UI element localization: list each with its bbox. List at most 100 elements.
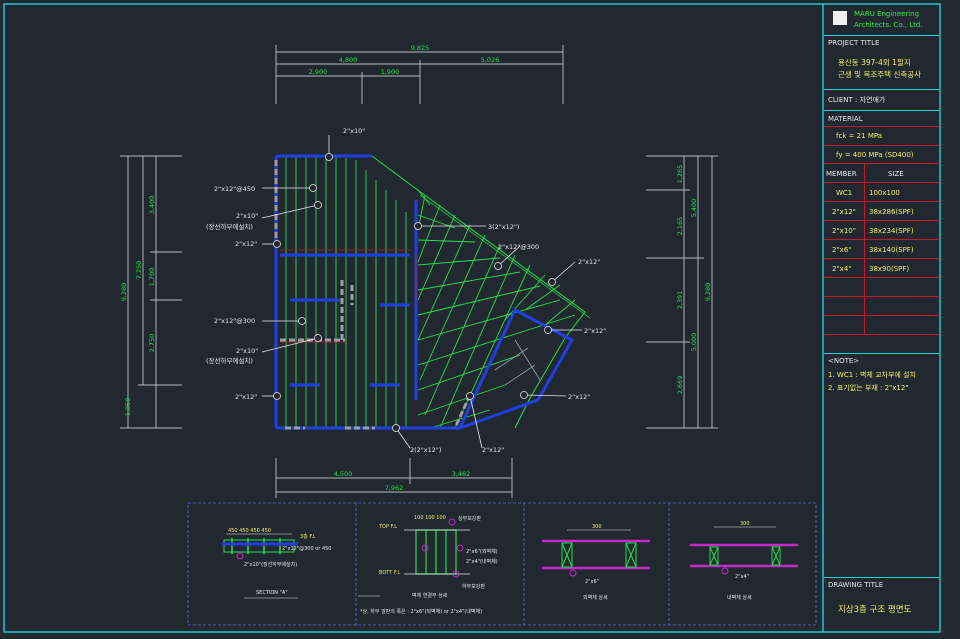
label-l3b: (장선하부에설치) xyxy=(206,222,253,231)
dim-bottom-right: 3,462 xyxy=(452,470,471,478)
label-r3: 2"x12" xyxy=(578,258,600,266)
drawing-frame xyxy=(3,3,941,633)
dim-top-mid-right: 5,026 xyxy=(481,56,500,64)
label-r1: 3(2"x12") xyxy=(488,223,519,231)
d2-n1: 상부보강판 xyxy=(458,515,481,522)
member-2: 2"x10" xyxy=(832,227,856,235)
member-1: 2"x12" xyxy=(832,208,856,216)
drawing-title: 지상3층 구조 평면도 xyxy=(838,605,912,615)
dim-bottom-left: 4,500 xyxy=(334,470,353,478)
dim-right-a: 1,265 xyxy=(676,165,684,184)
d1-note1: 2"x12"@300 or 450 xyxy=(282,546,331,552)
note-1: 1. WC1 : 벽체 교차부에 설치 xyxy=(828,371,916,379)
dim-right-mid-a: 5,400 xyxy=(690,199,698,218)
dim-left-total: 9,280 xyxy=(120,283,128,302)
detail-section-a xyxy=(222,533,298,599)
d1-tag: 3층 F.L xyxy=(300,533,316,540)
member-3: 2"x6" xyxy=(832,246,852,254)
dim-right-b: 2,165 xyxy=(676,217,684,236)
dimension-lines xyxy=(120,45,718,498)
label-l4: 2"x12" xyxy=(235,240,257,248)
d2-n3: 2"x4"(내벽체) xyxy=(466,558,498,565)
d2-topfl: TOP F.L xyxy=(378,524,397,530)
label-r5: 2"x12" xyxy=(568,393,590,401)
project-title-line2: 근생 및 목조주택 신축공사 xyxy=(838,70,922,79)
material-label: MATERIAL xyxy=(828,115,863,123)
size-3: 38x140(SPF) xyxy=(869,246,914,254)
size-1: 38x286(SPF) xyxy=(869,208,914,216)
d2-botfl: BOTT F.L xyxy=(379,570,401,576)
stair-room xyxy=(457,307,575,431)
member-4: 2"x4" xyxy=(832,265,852,273)
fck: fck = 21 MPa xyxy=(836,132,883,140)
d1-title: SECTION "A" xyxy=(256,590,288,596)
dim-right-mid-b: 5,000 xyxy=(690,333,698,352)
dim-right-total: 9,280 xyxy=(704,283,712,302)
size-2: 38x234(SPF) xyxy=(869,227,914,235)
d1-note2: 2"x10"(장선하부에설치) xyxy=(244,561,297,568)
dim-left-c: 2,750 xyxy=(148,334,156,353)
title-block: MARU Engineering Architects. Co., Ltd. P… xyxy=(824,5,939,631)
dim-right-c: 2,391 xyxy=(676,291,684,310)
project-title-line1: 용산동 397-4외 1필지 xyxy=(838,58,911,67)
material-table: fck = 21 MPa fy = 400 MPa (SD400) MEMBER… xyxy=(824,126,939,356)
label-l3: 2"x10" xyxy=(236,212,258,220)
walls-blue xyxy=(274,154,460,430)
company-line1: MARU Engineering xyxy=(854,10,920,18)
d1-top: 450 450 450 450 xyxy=(228,528,271,534)
company-logo xyxy=(833,11,847,25)
d4-note: 2"x4" xyxy=(735,574,749,580)
note-label: <NOTE> xyxy=(828,357,860,365)
dim-left-d: 1,850 xyxy=(124,398,132,417)
size-header: SIZE xyxy=(888,170,904,178)
d2-n4: 하부보강판 xyxy=(462,583,485,590)
label-l6: 2"x10" xyxy=(236,347,258,355)
dim-right-d: 2,669 xyxy=(676,376,684,395)
d2-n2: 2"x6"(외벽체) xyxy=(466,548,498,555)
dim-left-mid: 7,250 xyxy=(135,261,143,280)
drawing-title-label: DRAWING TITLE xyxy=(828,581,884,589)
d3-title: 외벽체 상세 xyxy=(583,594,608,601)
label-b2: 2"x12" xyxy=(482,446,504,454)
label-l5: 2"x12"@300 xyxy=(214,317,255,325)
dim-left-a: 3,400 xyxy=(148,196,156,215)
joists-left xyxy=(285,156,407,428)
details-area xyxy=(187,502,817,626)
dim-top-small-right: 1,900 xyxy=(381,68,400,76)
joists-diagonal xyxy=(417,189,576,429)
member-0: WC1 xyxy=(836,189,853,197)
member-header: MEMBER xyxy=(826,170,857,178)
beams xyxy=(274,160,472,430)
fy: fy = 400 MPa (SD400) xyxy=(836,151,914,159)
floor-plan xyxy=(120,45,718,498)
d2-top: 100 100 100 xyxy=(414,515,446,521)
size-0: 100x100 xyxy=(869,189,900,197)
client: CLIENT : 자연애가 xyxy=(828,96,886,104)
d4-dim: 300 xyxy=(740,521,750,527)
label-l6b: (장선하부에설치) xyxy=(206,356,253,365)
size-4: 38x90(SPF) xyxy=(869,265,910,273)
dim-top-mid-left: 4,800 xyxy=(339,56,358,64)
dim-top-small-left: 2,900 xyxy=(309,68,328,76)
label-r2: 2"x12"@300 xyxy=(498,243,539,251)
label-r4: 2"x12" xyxy=(584,327,606,335)
detail-interior-wall xyxy=(690,526,798,575)
dim-left-b: 1,700 xyxy=(148,268,156,287)
detail-exterior-wall xyxy=(542,529,650,577)
label-markers xyxy=(261,135,582,449)
label-l7: 2"x12" xyxy=(235,393,257,401)
label-l2: 2"x12"@450 xyxy=(214,185,255,193)
company-line2: Architects. Co., Ltd. xyxy=(854,21,923,29)
dim-bottom-total: 7,962 xyxy=(385,484,404,492)
d3-dim: 300 xyxy=(592,524,602,530)
d4-title: 내벽체 상세 xyxy=(727,594,752,601)
d2-foot: *상, 하부 깔판의 폭은 : 2"x6"(외벽체) or 2"x4"(내벽체) xyxy=(360,608,482,615)
detail-wall-connection xyxy=(358,518,470,597)
d3-note: 2"x6" xyxy=(585,579,599,585)
label-b1: 2(2"x12") xyxy=(410,446,441,454)
note-2: 2. 표기없는 부재 : 2"x12" xyxy=(828,384,909,392)
label-l1: 2"x10" xyxy=(343,127,365,135)
project-title-label: PROJECT TITLE xyxy=(828,39,880,47)
dim-top-total: 9,825 xyxy=(411,44,430,52)
